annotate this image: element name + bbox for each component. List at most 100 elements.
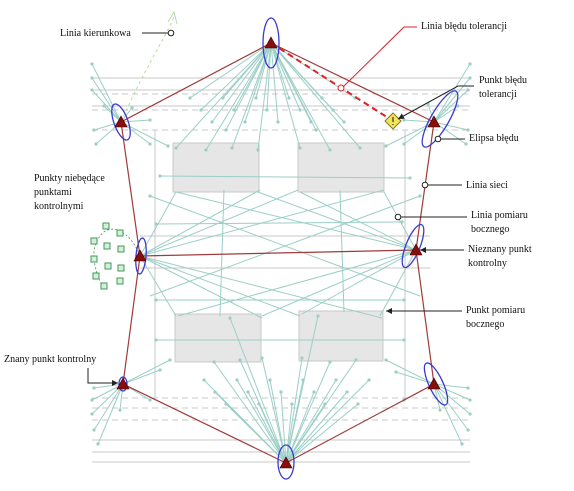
- sideshot-line: [261, 357, 287, 464]
- sideshot-line: [433, 89, 469, 123]
- non-control-point: [116, 229, 124, 237]
- network-node: [154, 222, 158, 226]
- sideshot-line: [280, 391, 287, 464]
- sideshot-endpoint: [402, 118, 406, 122]
- tolerance-error-line: [270, 42, 402, 130]
- directional-line-path: [120, 13, 175, 123]
- label-unknown-control-point: Nieznany punkt kontrolny: [468, 244, 532, 269]
- leader-tolerance-point: [397, 85, 474, 120]
- sideshot-line: [285, 359, 357, 464]
- sideshot-endpoint: [166, 144, 170, 148]
- sideshot-line: [433, 383, 463, 445]
- network-line: [299, 191, 417, 251]
- sideshot-line: [285, 403, 359, 464]
- sideshot-line: [285, 379, 370, 464]
- sideshot-line: [211, 42, 272, 123]
- network-node: [158, 174, 162, 178]
- sideshot-endpoint: [213, 390, 217, 394]
- sideshot-line: [270, 42, 361, 149]
- traverse-loop: [120, 121, 435, 464]
- sideshot-endpoint: [232, 108, 236, 112]
- sideshot-endpoint: [260, 356, 264, 360]
- sideshot-line: [189, 42, 272, 99]
- sideshot-endpoint: [148, 398, 152, 402]
- network-node: [148, 194, 152, 198]
- sideshot-line: [91, 63, 122, 123]
- sideshot-endpoint: [468, 76, 472, 80]
- leader-unknown-control-arrow: [420, 247, 426, 253]
- error-ellipse: [277, 444, 295, 480]
- network-line: [155, 221, 403, 225]
- leader-sideshot-line-dot: [394, 213, 402, 221]
- sideshot-line: [433, 383, 469, 431]
- sideshot-endpoint: [334, 378, 338, 382]
- sideshot-endpoint: [204, 148, 208, 152]
- label-sideshot-point: Punkt pomiaru bocznego: [466, 305, 526, 330]
- sideshot-endpoint: [328, 360, 332, 364]
- sideshot-endpoint: [199, 108, 203, 112]
- sideshot-endpoint: [188, 96, 192, 100]
- non-control-point: [90, 237, 98, 245]
- sideshot-endpoint: [90, 412, 94, 416]
- sideshot-line: [122, 369, 161, 385]
- sideshot-endpoint: [202, 378, 206, 382]
- non-control-point: [103, 242, 111, 250]
- sideshot-line: [229, 317, 287, 464]
- network-node: [408, 176, 412, 180]
- error-ellipses: [111, 17, 459, 480]
- non-control-point: [90, 255, 98, 263]
- sideshot-endpoint: [466, 386, 470, 390]
- non-control-point: [92, 272, 100, 280]
- sideshot-endpoint: [92, 428, 96, 432]
- network-line: [177, 249, 417, 317]
- building: [174, 313, 262, 363]
- network-line: [139, 255, 383, 319]
- sideshot-line: [93, 383, 124, 431]
- sideshot-line: [270, 42, 301, 111]
- sideshot-endpoint: [130, 106, 134, 110]
- network-node: [418, 194, 422, 198]
- sideshot-endpoint: [94, 142, 98, 146]
- sideshot-endpoint: [384, 144, 388, 148]
- sideshot-line: [270, 42, 331, 151]
- triangle-marker-br: [427, 377, 441, 390]
- sideshot-line: [91, 89, 122, 123]
- sideshot-endpoint: [438, 408, 442, 412]
- sideshot-line: [433, 121, 469, 131]
- network-line: [139, 189, 261, 257]
- sideshot-endpoint: [92, 128, 96, 132]
- sideshot-line: [225, 42, 272, 131]
- sideshot-endpoint: [210, 120, 214, 124]
- sideshot-endpoint: [367, 378, 371, 382]
- sideshot-line: [122, 359, 171, 385]
- sideshot-endpoint: [314, 128, 318, 132]
- sideshot-line: [225, 403, 287, 464]
- sideshot-endpoint: [168, 358, 172, 362]
- network-node: [400, 220, 404, 224]
- network-line: [149, 195, 421, 297]
- directional-arrow-icon: [167, 10, 178, 25]
- network-line: [261, 249, 417, 317]
- sideshot-line: [433, 383, 471, 401]
- sideshot-endpoint: [456, 104, 460, 108]
- sideshot-endpoint: [358, 146, 362, 150]
- sideshot-endpoint: [148, 118, 152, 122]
- sideshot-endpoint: [312, 390, 316, 394]
- network-line: [139, 255, 301, 317]
- network-node: [154, 298, 158, 302]
- callout-leaders: [87, 26, 474, 386]
- sideshot-endpoint: [90, 76, 94, 80]
- sideshot-endpoint: [354, 358, 358, 362]
- label-network-line: Linia sieci: [466, 180, 508, 191]
- sideshot-endpoint: [342, 120, 346, 124]
- sideshot-endpoint: [92, 386, 96, 390]
- side-points-path: [93, 228, 141, 287]
- leader-known-control-arrow: [112, 380, 118, 386]
- label-directional-line: Linia kierunkowa: [60, 28, 131, 39]
- sideshot-line: [433, 383, 469, 389]
- directional-line: [120, 10, 178, 123]
- label-tolerance-point: Punkt błędu tolerancji: [479, 75, 528, 100]
- building-blocks: [172, 142, 385, 363]
- sideshot-endpoint: [265, 108, 269, 112]
